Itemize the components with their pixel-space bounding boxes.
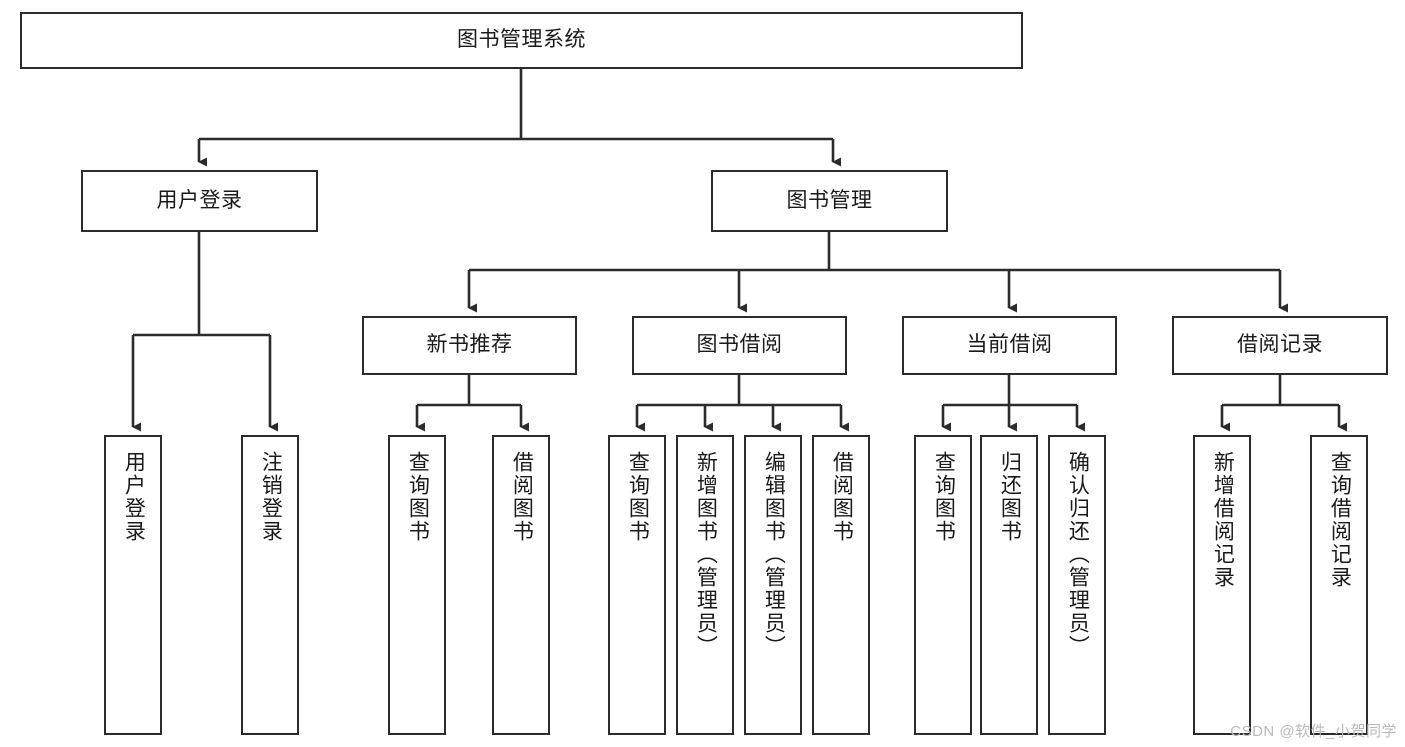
leaf-book-borrow-borrow-book[interactable]: 借阅图书	[812, 435, 870, 735]
node-label: 借阅图书	[830, 451, 854, 543]
leaf-new-book-query-book[interactable]: 查询图书	[388, 435, 446, 735]
node-label: 新书推荐	[426, 333, 513, 357]
leaf-book-borrow-add-book-admin[interactable]: 新增图书（管理员）	[676, 435, 734, 735]
node-label: 注销登录	[259, 451, 283, 543]
node-book-management[interactable]: 图书管理	[711, 170, 948, 232]
node-label: 查询借阅记录	[1328, 451, 1352, 589]
node-label: 用户登录	[122, 451, 146, 543]
leaf-current-borrow-confirm-return-admin[interactable]: 确认归还（管理员）	[1048, 435, 1106, 735]
leaf-borrow-record-query-record[interactable]: 查询借阅记录	[1310, 435, 1368, 735]
node-label: 图书管理系统	[457, 28, 586, 52]
node-new-book-recommend[interactable]: 新书推荐	[362, 316, 577, 375]
node-label: 借阅图书	[510, 451, 534, 543]
watermark: CSDN @软件_小贺同学	[1230, 723, 1397, 740]
node-label: 新增借阅记录	[1211, 451, 1235, 589]
node-label: 确认归还（管理员）	[1066, 451, 1090, 658]
node-root-book-management-system[interactable]: 图书管理系统	[20, 12, 1023, 69]
node-label: 查询图书	[406, 451, 430, 543]
node-user-login[interactable]: 用户登录	[81, 170, 318, 232]
node-label: 查询图书	[932, 451, 956, 543]
node-label: 用户登录	[156, 188, 243, 212]
node-label: 归还图书	[998, 451, 1022, 543]
leaf-book-borrow-edit-book-admin[interactable]: 编辑图书（管理员）	[744, 435, 802, 735]
node-label: 图书管理	[786, 188, 873, 212]
leaf-user-login-logout[interactable]: 注销登录	[241, 435, 299, 735]
node-label: 当前借阅	[966, 333, 1053, 357]
node-borrow-record[interactable]: 借阅记录	[1172, 316, 1388, 375]
leaf-book-borrow-query-book[interactable]: 查询图书	[608, 435, 666, 735]
node-current-borrow[interactable]: 当前借阅	[902, 316, 1117, 375]
leaf-current-borrow-return-book[interactable]: 归还图书	[980, 435, 1038, 735]
node-label: 查询图书	[626, 451, 650, 543]
leaf-new-book-borrow-book[interactable]: 借阅图书	[492, 435, 550, 735]
node-label: 图书借阅	[696, 333, 783, 357]
leaf-user-login-login[interactable]: 用户登录	[104, 435, 162, 735]
leaf-borrow-record-add-record[interactable]: 新增借阅记录	[1193, 435, 1251, 735]
node-book-borrow[interactable]: 图书借阅	[632, 316, 847, 375]
node-label: 借阅记录	[1237, 333, 1323, 357]
node-label: 编辑图书（管理员）	[762, 451, 786, 658]
leaf-current-borrow-query-book[interactable]: 查询图书	[914, 435, 972, 735]
node-label: 新增图书（管理员）	[694, 451, 718, 658]
